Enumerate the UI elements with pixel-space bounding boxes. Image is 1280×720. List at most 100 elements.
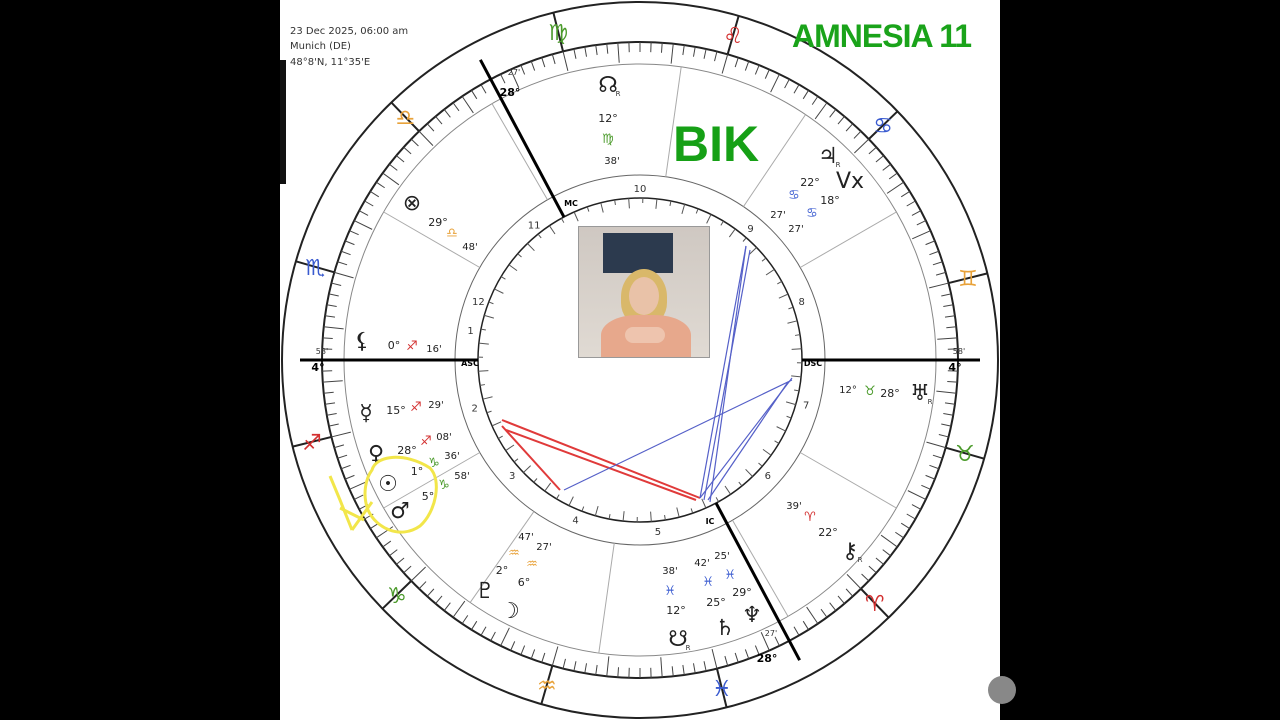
degree-tick (764, 69, 770, 79)
zodiac-sign-gemini-icon: ♊ (958, 267, 978, 292)
degree-tick (584, 663, 588, 674)
degree-tick (721, 54, 729, 74)
degree-tick (418, 130, 434, 146)
floating-button[interactable] (988, 676, 1016, 704)
chiron-retrograde-mark: R (858, 556, 863, 564)
inner-tick (548, 225, 556, 235)
zodiac-divider (715, 668, 728, 708)
mars-minute: 58' (454, 471, 469, 482)
degree-tick (341, 250, 351, 256)
north-node-degree: 12° (598, 112, 618, 125)
degree-tick (916, 220, 927, 226)
degree-tick (500, 627, 510, 647)
zodiac-divider (540, 665, 554, 705)
degree-tick (490, 631, 496, 642)
degree-tick (861, 573, 870, 582)
lilith-sign-icon: ♐ (406, 339, 418, 354)
neptune-minute: 25' (714, 551, 729, 562)
outer-ring (281, 1, 999, 719)
saturn-degree: 25° (706, 596, 726, 609)
degree-tick (322, 380, 343, 383)
degree-tick (452, 600, 466, 618)
zodiac-divider (948, 272, 988, 285)
degree-tick (754, 645, 760, 656)
degree-tick (703, 661, 707, 672)
degree-tick (754, 64, 760, 75)
axis-line-ic (714, 502, 801, 661)
degree-tick (606, 656, 610, 677)
overlay-text: BIK (673, 116, 760, 172)
north-node-sign-icon: ♍ (602, 132, 614, 147)
inner-tick (594, 505, 599, 516)
degree-tick (932, 261, 943, 266)
aspect-line-trine (709, 245, 747, 503)
jupiter-degree: 22° (800, 176, 820, 189)
mercury-sign-icon: ♐ (410, 400, 422, 415)
south-node-degree: 12° (666, 604, 686, 617)
zodiac-divider (860, 588, 890, 619)
north-node-retrograde-mark: R (616, 90, 621, 98)
degree-tick (925, 240, 936, 246)
inner-tick (573, 211, 579, 222)
house-number: 12 (472, 297, 485, 308)
zodiac-sign-libra-icon: ♎ (395, 106, 415, 131)
degree-tick (853, 130, 862, 139)
degree-tick (947, 380, 958, 383)
inner-tick (788, 306, 794, 310)
south-node-minute: 38' (662, 566, 677, 577)
zodiac-divider (381, 580, 412, 610)
vertex-icon: Vx (836, 169, 864, 194)
degree-tick (344, 240, 355, 246)
degree-tick (480, 84, 487, 94)
zodiac-sign-scorpio-icon: ♏ (305, 256, 325, 281)
inner-tick (774, 440, 780, 444)
aspect-line-trine (703, 249, 751, 501)
mars-degree: 5° (422, 490, 435, 503)
mercury-minute: 29' (428, 400, 443, 411)
inner-tick (614, 199, 616, 206)
inner-tick (523, 465, 532, 473)
degree-tick (937, 337, 958, 340)
degree-tick (410, 566, 426, 582)
degree-tick (820, 608, 828, 618)
house-number: 10 (634, 184, 647, 195)
degree-tick (703, 48, 707, 59)
inner-tick (608, 514, 611, 520)
chart-coordinates: 48°8'N, 11°35'E (290, 57, 371, 68)
inner-tick (527, 243, 535, 252)
inner-tick (498, 435, 503, 439)
degree-tick (692, 46, 696, 57)
sun-icon: ☉ (378, 472, 398, 497)
inner-tick (758, 462, 763, 467)
part-of-fortune-sign-icon: ♎ (446, 226, 458, 241)
degree-tick (660, 42, 663, 53)
degree-tick (328, 423, 339, 427)
mars-icon: ♂ (390, 499, 410, 524)
house-cusp-line (383, 452, 481, 509)
house-cusp-line (732, 519, 789, 617)
north-node-minute: 38' (604, 156, 619, 167)
saturn-icon: ♄ (715, 616, 735, 641)
house-cusp-line (665, 66, 682, 177)
degree-tick (682, 664, 685, 675)
degree-tick (760, 632, 770, 651)
inner-tick (513, 458, 519, 463)
zodiac-sign-sagittarius-icon: ♐ (302, 431, 322, 456)
axis-label-mc: MC (564, 199, 578, 208)
uranus-retrograde-mark: R (928, 398, 933, 406)
lilith-icon: ⚸ (354, 329, 370, 354)
inner-tick (508, 264, 518, 272)
degree-tick (921, 484, 931, 490)
inner-tick (761, 257, 767, 262)
degree-tick (562, 658, 566, 669)
inner-tick (622, 511, 625, 522)
jupiter-icon: ♃ (818, 144, 838, 169)
degree-tick (875, 155, 884, 163)
zodiac-sign-leo-icon: ♌ (723, 24, 743, 49)
moon-icon: ☽ (500, 599, 520, 624)
inner-tick (676, 507, 680, 518)
degree-tick (882, 549, 891, 557)
degree-tick (900, 522, 910, 529)
house-number: 5 (655, 527, 661, 538)
